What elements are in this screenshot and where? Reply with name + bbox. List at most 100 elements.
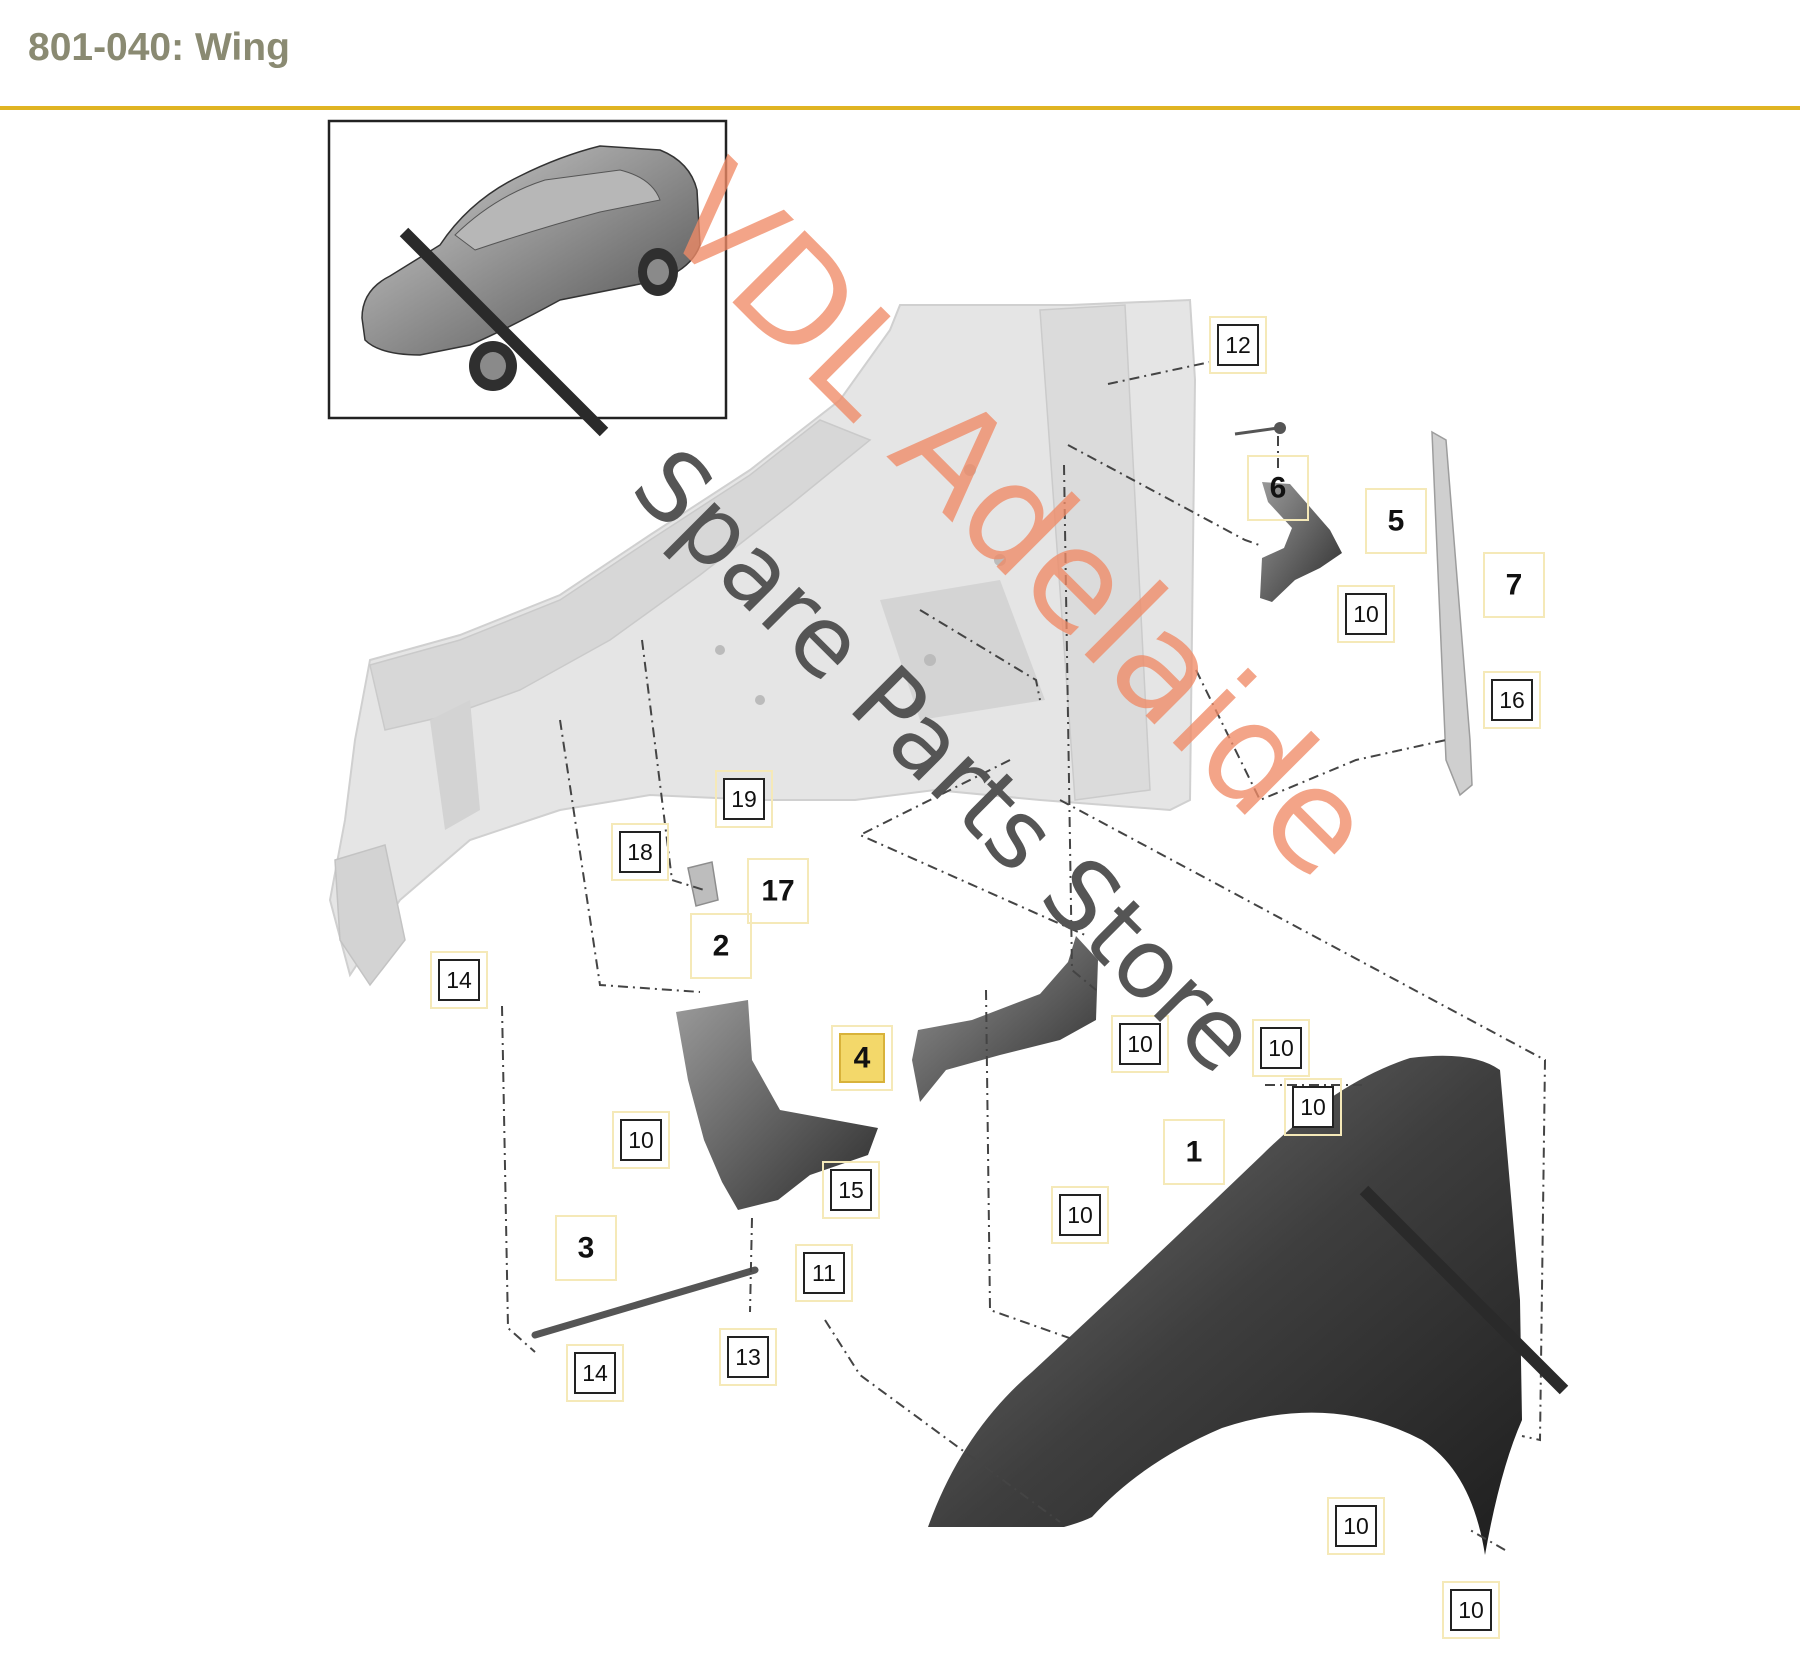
callout-number: 11 bbox=[812, 1260, 836, 1286]
callout-frame bbox=[1252, 1019, 1310, 1077]
callout-box bbox=[1260, 1027, 1302, 1069]
part-bolt-6 bbox=[1234, 422, 1286, 436]
callout-frame bbox=[1327, 1497, 1385, 1555]
callout-number: 16 bbox=[1499, 687, 1525, 713]
callout-box bbox=[1345, 593, 1387, 635]
callout-16: 16 bbox=[1483, 671, 1541, 729]
vehicle-silhouette bbox=[361, 145, 701, 391]
callout-number: 2 bbox=[713, 930, 730, 963]
callout-number: 10 bbox=[1353, 601, 1379, 627]
callout-frame bbox=[1163, 1119, 1225, 1185]
callout-frame bbox=[831, 1025, 893, 1091]
callout-number: 15 bbox=[838, 1177, 864, 1203]
callout-labels: 12 6 5 10 7 16 19 18 17 2 14 4 10 10 10 10 15 1 10 3 11 13 14 1… bbox=[430, 316, 1545, 1639]
callout-19: 19 bbox=[715, 770, 773, 828]
callout-frame bbox=[715, 770, 773, 828]
leader-lines bbox=[501, 361, 1547, 1551]
callout-10: 10 bbox=[1252, 1019, 1310, 1077]
part-strip-3 bbox=[531, 1266, 759, 1339]
callout-12: 12 bbox=[1209, 316, 1267, 374]
callout-7: 7 bbox=[1483, 552, 1545, 618]
callout-box bbox=[803, 1252, 845, 1294]
callout-frame bbox=[611, 823, 669, 881]
callout-frame bbox=[566, 1344, 624, 1402]
part-bracket-4 bbox=[912, 936, 1098, 1102]
callout-box bbox=[1119, 1023, 1161, 1065]
callout-frame bbox=[555, 1215, 617, 1281]
callout-4: 4 bbox=[831, 1025, 893, 1091]
callout-number: 3 bbox=[578, 1232, 595, 1265]
callout-14: 14 bbox=[566, 1344, 624, 1402]
callout-number: 6 bbox=[1270, 472, 1287, 505]
callout-3: 3 bbox=[555, 1215, 617, 1281]
callout-frame bbox=[430, 951, 488, 1009]
callout-number: 17 bbox=[761, 875, 794, 908]
watermark-slash-bottom bbox=[1359, 1185, 1569, 1395]
part-fender-1 bbox=[928, 1055, 1522, 1555]
part-clip-17 bbox=[687, 861, 719, 907]
callout-number: 7 bbox=[1506, 569, 1523, 602]
callout-box bbox=[830, 1169, 872, 1211]
callout-frame bbox=[690, 913, 752, 979]
part-bracket-5 bbox=[1260, 482, 1342, 602]
callout-15: 15 bbox=[822, 1161, 880, 1219]
header-bar: 801-040: Wing bbox=[0, 0, 1800, 110]
callout-box bbox=[1217, 324, 1259, 366]
callout-box bbox=[574, 1352, 616, 1394]
callout-frame bbox=[1111, 1015, 1169, 1073]
callout-box bbox=[1292, 1086, 1334, 1128]
callout-frame bbox=[612, 1111, 670, 1169]
callout-number: 19 bbox=[731, 786, 757, 812]
callout-6: 6 bbox=[1247, 455, 1309, 521]
callout-number: 18 bbox=[627, 839, 653, 865]
callout-10: 10 bbox=[1327, 1497, 1385, 1555]
callout-10: 10 bbox=[1337, 585, 1395, 643]
callout-10: 10 bbox=[1051, 1186, 1109, 1244]
watermark-slash-top bbox=[399, 227, 609, 437]
callout-box bbox=[723, 778, 765, 820]
part-bracket-2 bbox=[676, 1000, 878, 1210]
callout-number: 10 bbox=[1268, 1035, 1294, 1061]
callout-10: 10 bbox=[1284, 1078, 1342, 1136]
callout-17: 17 bbox=[747, 858, 809, 924]
callout-frame bbox=[1365, 488, 1427, 554]
callout-10: 10 bbox=[1442, 1581, 1500, 1639]
callout-number: 4 bbox=[854, 1042, 871, 1075]
callout-frame bbox=[1284, 1078, 1342, 1136]
callout-box bbox=[839, 1033, 885, 1083]
callout-13: 13 bbox=[719, 1328, 777, 1386]
callout-18: 18 bbox=[611, 823, 669, 881]
callout-number: 10 bbox=[1067, 1202, 1093, 1228]
callout-number: 12 bbox=[1225, 332, 1251, 358]
callout-number: 5 bbox=[1388, 505, 1405, 538]
callout-box bbox=[619, 831, 661, 873]
callout-10: 10 bbox=[1111, 1015, 1169, 1073]
callout-1: 1 bbox=[1163, 1119, 1225, 1185]
callout-frame bbox=[1051, 1186, 1109, 1244]
callout-frame bbox=[795, 1244, 853, 1302]
callout-box bbox=[438, 959, 480, 1001]
callout-number: 10 bbox=[628, 1127, 654, 1153]
callout-number: 10 bbox=[1127, 1031, 1153, 1057]
callout-11: 11 bbox=[795, 1244, 853, 1302]
callout-5: 5 bbox=[1365, 488, 1427, 554]
callout-box bbox=[1491, 679, 1533, 721]
callout-number: 10 bbox=[1458, 1597, 1484, 1623]
callout-frame bbox=[1247, 455, 1309, 521]
callout-box bbox=[1059, 1194, 1101, 1236]
callout-box bbox=[727, 1336, 769, 1378]
callout-box bbox=[1450, 1589, 1492, 1631]
callout-box bbox=[1335, 1505, 1377, 1547]
callout-frame bbox=[719, 1328, 777, 1386]
callout-number: 10 bbox=[1300, 1094, 1326, 1120]
callout-frame bbox=[747, 858, 809, 924]
callout-14: 14 bbox=[430, 951, 488, 1009]
callout-number: 14 bbox=[446, 967, 472, 993]
callout-number: 10 bbox=[1343, 1513, 1369, 1539]
callout-number: 14 bbox=[582, 1360, 608, 1386]
callout-number: 1 bbox=[1186, 1136, 1203, 1169]
callout-frame bbox=[1442, 1581, 1500, 1639]
callout-2: 2 bbox=[690, 913, 752, 979]
callout-10: 10 bbox=[612, 1111, 670, 1169]
